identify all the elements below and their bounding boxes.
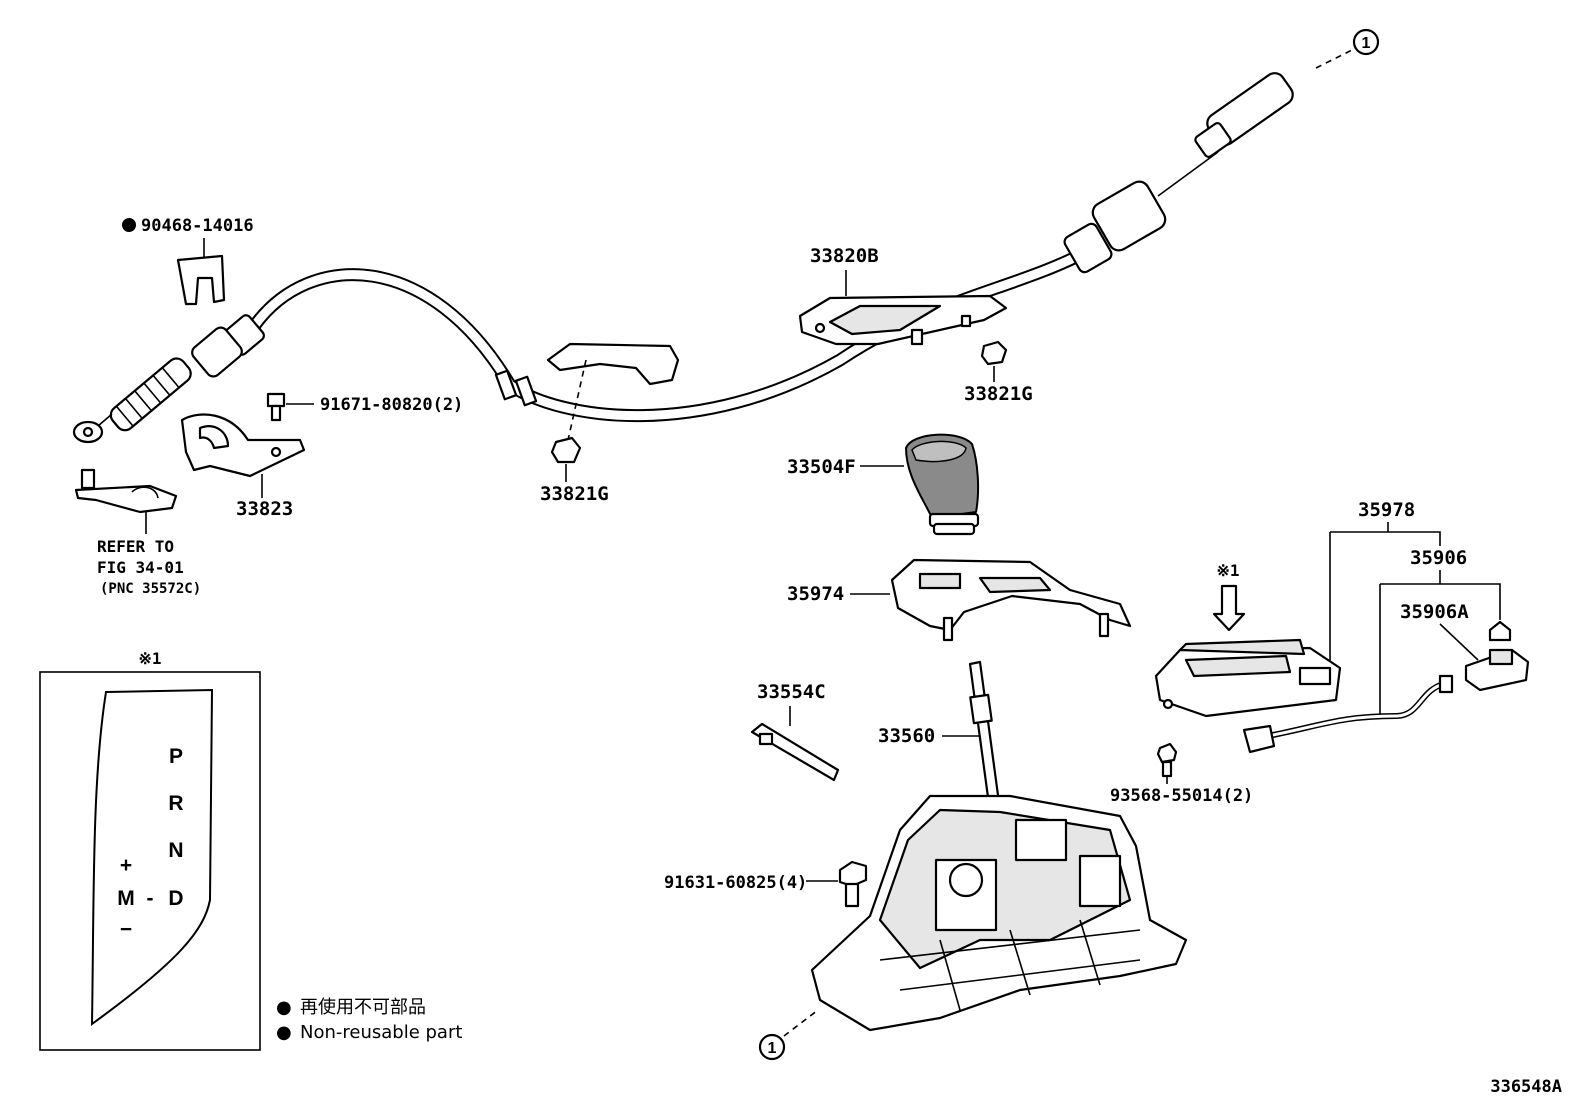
- part-91631-60825: 91631-60825(4): [664, 860, 868, 908]
- label-33554c: 33554C: [757, 681, 826, 703]
- part-35978: 35978: [1154, 499, 1441, 718]
- shift-lever-base: [810, 794, 1188, 1032]
- legend-text-en: Non-reusable part: [300, 1022, 462, 1043]
- label-35906a: 35906A: [1400, 601, 1469, 623]
- label-33560: 33560: [878, 725, 935, 747]
- label-35906: 35906: [1410, 547, 1467, 569]
- label-91671-80820: 91671-80820(2): [320, 395, 463, 415]
- label-33821g-left: 33821G: [540, 483, 609, 505]
- callout-1-bottom: 1: [758, 1009, 819, 1061]
- non-reusable-marker: [122, 218, 136, 232]
- label-93568-55014: 93568-55014(2): [1110, 786, 1253, 806]
- part-33504f: 33504F: [787, 433, 980, 536]
- gate-letter-n: N: [168, 839, 183, 862]
- legend-text-jp: 再使用不可部品: [300, 997, 426, 1018]
- gate-manual-minus: −: [120, 918, 132, 941]
- gate-letter-p: P: [169, 745, 183, 768]
- part-33820b: 33820B: [798, 245, 1008, 346]
- shift-cable: [72, 72, 1294, 444]
- ref-mark-main: ※1: [1212, 561, 1246, 632]
- refer-bracket: REFER TO FIG 34-01 (PNC 35572C): [74, 468, 201, 597]
- legend: ● 再使用不可部品 ● Non-reusable part: [276, 997, 462, 1043]
- part-90468-14016: 90468-14016: [122, 216, 254, 306]
- label-90468-14016: 90468-14016: [141, 216, 254, 236]
- figure-id: 336548A: [1490, 1077, 1562, 1097]
- label-33820b: 33820B: [810, 245, 879, 267]
- refer-note-line3: (PNC 35572C): [100, 581, 201, 597]
- label-35978: 35978: [1358, 499, 1415, 521]
- gate-letter-r: R: [168, 792, 183, 815]
- gate-manual-m: M: [117, 887, 135, 910]
- cable-bracket: [546, 342, 680, 441]
- part-93568-55014: 93568-55014(2): [1110, 742, 1253, 806]
- label-91631-60825: 91631-60825(4): [664, 873, 807, 893]
- legend-bullet-en: ●: [276, 1022, 292, 1043]
- callout-1-top-number: 1: [1362, 35, 1371, 52]
- part-35906: 35906: [1242, 547, 1530, 754]
- part-35906a: 35906A: [1400, 601, 1512, 661]
- refer-note-line1: REFER TO: [97, 537, 174, 556]
- part-91671-80820: 91671-80820(2): [266, 392, 463, 422]
- gate-manual-plus: +: [120, 854, 132, 877]
- part-33554c: 33554C: [750, 681, 840, 782]
- callout-1-bottom-number: 1: [768, 1040, 777, 1057]
- refer-note-line2: FIG 34-01: [97, 558, 184, 577]
- part-35974: 35974: [787, 558, 1132, 642]
- callout-1-top: 1: [1315, 28, 1380, 69]
- gate-manual-dash: -: [147, 887, 154, 910]
- gate-letter-d: D: [168, 887, 183, 910]
- part-33560: 33560: [878, 660, 1002, 814]
- label-33504f: 33504F: [787, 456, 856, 478]
- part-33821g-left: 33821G: [540, 436, 609, 505]
- part-33821g-right: 33821G: [964, 340, 1033, 405]
- ref-mark-inset-text: ※1: [138, 649, 161, 668]
- ref-mark-main-text: ※1: [1216, 561, 1239, 580]
- label-33823: 33823: [236, 498, 293, 520]
- legend-bullet-jp: ●: [276, 997, 292, 1018]
- part-33823: 33823: [180, 413, 306, 520]
- inset-gate-panel: ※1 P R N D + M - −: [39, 649, 261, 1051]
- label-35974: 35974: [787, 583, 844, 605]
- label-33821g-right: 33821G: [964, 383, 1033, 405]
